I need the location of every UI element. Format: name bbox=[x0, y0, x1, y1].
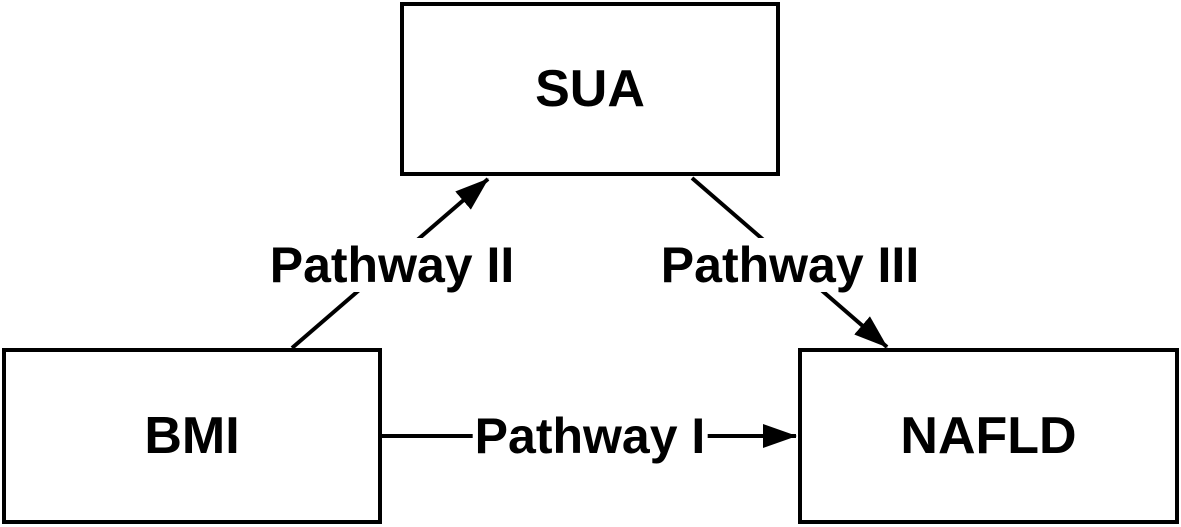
pathway-2-label: Pathway II bbox=[267, 237, 517, 293]
node-sua-label: SUA bbox=[535, 60, 645, 118]
pathway-3-label: Pathway III bbox=[658, 237, 922, 293]
node-sua: SUA bbox=[400, 2, 780, 176]
node-bmi-label: BMI bbox=[144, 407, 240, 465]
node-nafld: NAFLD bbox=[798, 348, 1179, 524]
node-nafld-label: NAFLD bbox=[900, 407, 1077, 465]
node-bmi: BMI bbox=[2, 348, 382, 524]
pathway-1-label: Pathway I bbox=[472, 408, 708, 464]
